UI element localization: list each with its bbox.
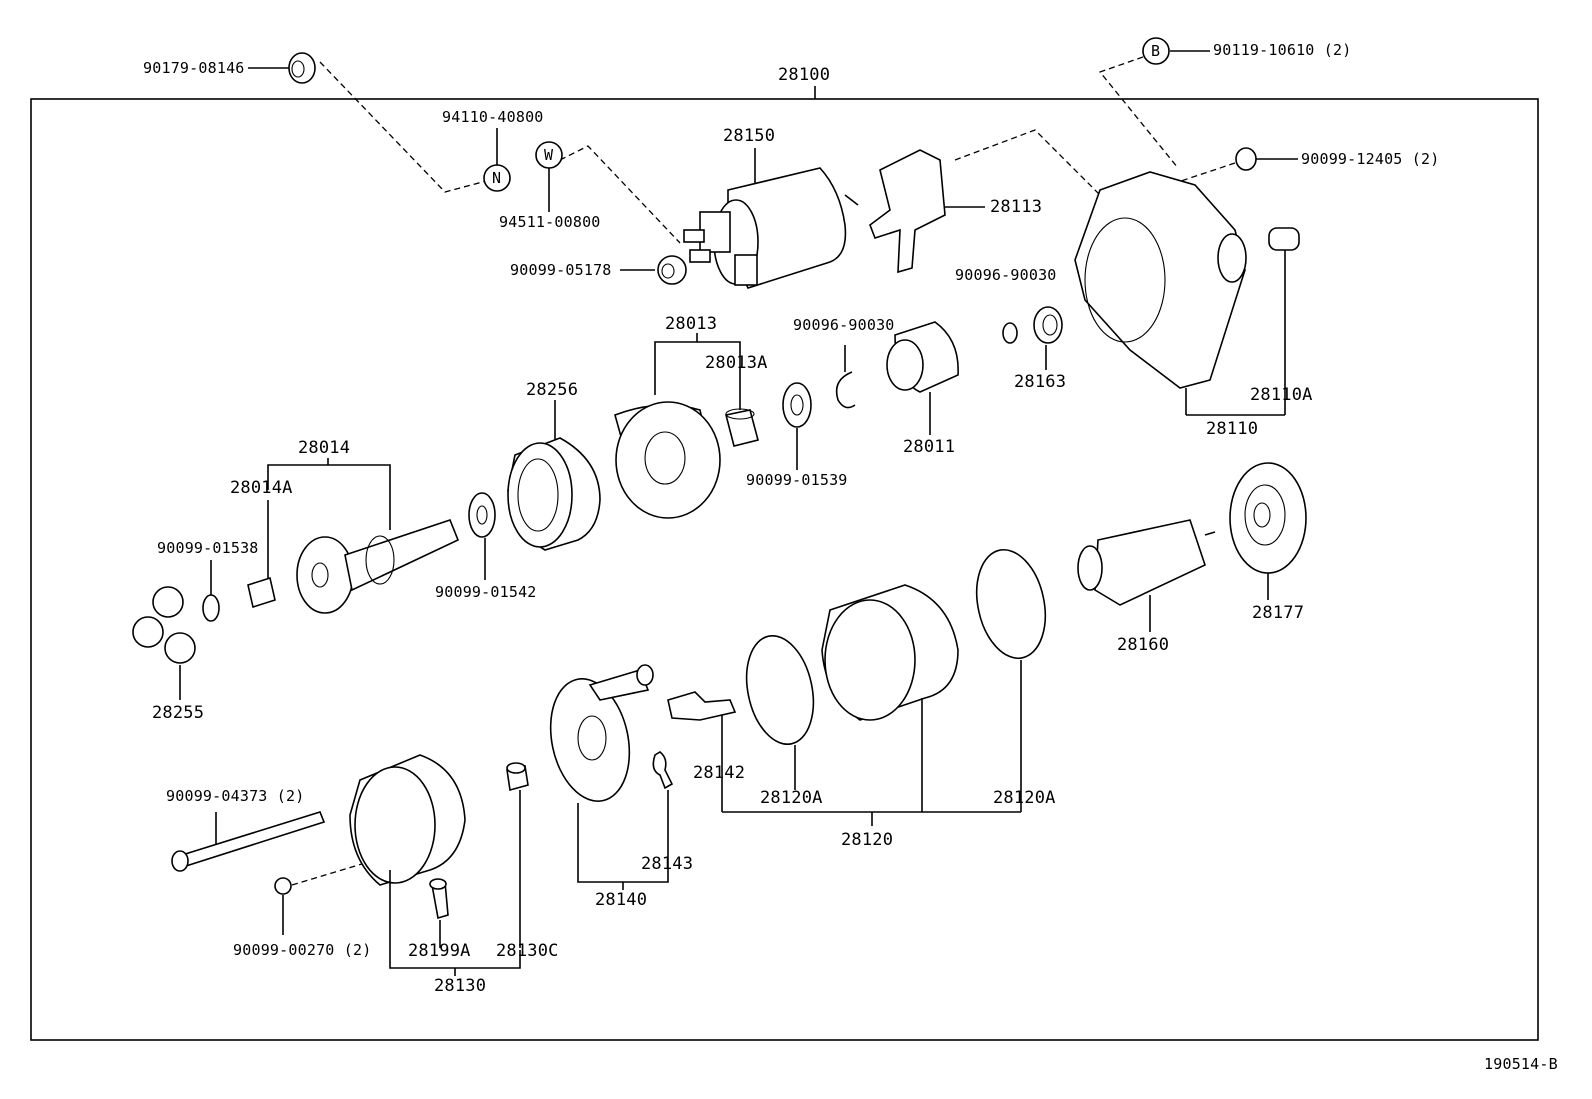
drive-housing-part <box>1074 171 1300 416</box>
bushing-part <box>247 576 276 609</box>
part-label: 28150 <box>723 126 776 146</box>
snap-ring-part <box>835 345 856 409</box>
o-ring-part <box>745 634 815 790</box>
planetary-shaft-part <box>296 519 460 614</box>
part-label: 90099-01539 <box>746 471 848 489</box>
washer-part <box>468 492 496 580</box>
washer-part <box>202 560 220 622</box>
internal-gear-part <box>507 400 601 551</box>
nut-part <box>1147 147 1298 193</box>
part-label: 28163 <box>1014 372 1067 392</box>
brush-holder-part <box>549 664 654 802</box>
dust-cover-part <box>1229 462 1307 600</box>
brush-spring-part <box>667 691 737 721</box>
nut-part <box>248 52 681 244</box>
part-label: 90099-01538 <box>157 539 259 557</box>
part-label: 28255 <box>152 703 205 723</box>
part-label: 90119-10610 (2) <box>1213 41 1352 59</box>
yoke-part <box>614 401 721 519</box>
part-label: 28160 <box>1117 635 1170 655</box>
callout-letter: N <box>492 169 502 187</box>
part-label: 94511-00800 <box>499 213 601 231</box>
part-label: 28120A <box>993 788 1056 808</box>
o-ring-part <box>975 548 1047 660</box>
through-bolt-part <box>171 811 326 872</box>
part-label: 28110A <box>1250 385 1313 405</box>
callout-letter: W <box>544 146 554 164</box>
part-label: 90099-05178 <box>510 261 612 279</box>
part-label: 90099-12405 (2) <box>1301 150 1440 168</box>
part-label: 90096-90030 <box>793 316 895 334</box>
planetary-gear-part <box>132 586 196 700</box>
part-label: 28110 <box>1206 419 1259 439</box>
part-label: 90099-01542 <box>435 583 537 601</box>
bearing-part <box>1033 306 1063 370</box>
washer-part <box>782 382 812 470</box>
part-label: 28011 <box>903 437 956 457</box>
part-label: 28120A <box>760 788 823 808</box>
part-label: 28014A <box>230 478 293 498</box>
part-label: 28199A <box>408 941 471 961</box>
field-frame-part <box>821 584 959 812</box>
solenoid-part <box>620 148 859 289</box>
rubber-grommet-part <box>429 878 449 948</box>
callout-w-circle <box>535 141 563 169</box>
part-label: 90099-04373 (2) <box>166 787 305 805</box>
part-label: 28130 <box>434 976 487 996</box>
part-label: 28256 <box>526 380 579 400</box>
part-label: 28143 <box>641 854 694 874</box>
part-label: 28113 <box>990 197 1043 217</box>
bushing-part <box>725 408 759 447</box>
screw-part <box>274 859 376 935</box>
brush-spring-part <box>652 751 674 790</box>
part-label: 90096-90030 <box>955 266 1057 284</box>
part-label: 28130C <box>496 941 559 961</box>
part-label: 28140 <box>595 890 648 910</box>
part-label: 28177 <box>1252 603 1305 623</box>
armature-part <box>1077 519 1216 632</box>
part-label: 90099-00270 (2) <box>233 941 372 959</box>
callout-letter: B <box>1151 42 1161 60</box>
diagram-reference-code: 190514-B <box>1484 1055 1558 1073</box>
assembly-part-number: 28100 <box>778 65 831 85</box>
part-label: 28142 <box>693 763 746 783</box>
part-label: 90179-08146 <box>143 59 245 77</box>
bushing-part <box>506 762 529 948</box>
callout-b-circle <box>1142 37 1170 65</box>
part-label: 28013A <box>705 353 768 373</box>
snap-ring-part <box>1002 322 1018 344</box>
commutator-end-frame-part <box>349 754 466 886</box>
clutch-part <box>886 321 959 435</box>
part-label: 28014 <box>298 438 351 458</box>
part-label: 28013 <box>665 314 718 334</box>
drive-lever-part <box>869 129 1111 274</box>
callout-n-circle <box>483 164 511 192</box>
assembly-frame <box>30 98 1539 1041</box>
part-label: 94110-40800 <box>442 108 544 126</box>
part-label: 28120 <box>841 830 894 850</box>
